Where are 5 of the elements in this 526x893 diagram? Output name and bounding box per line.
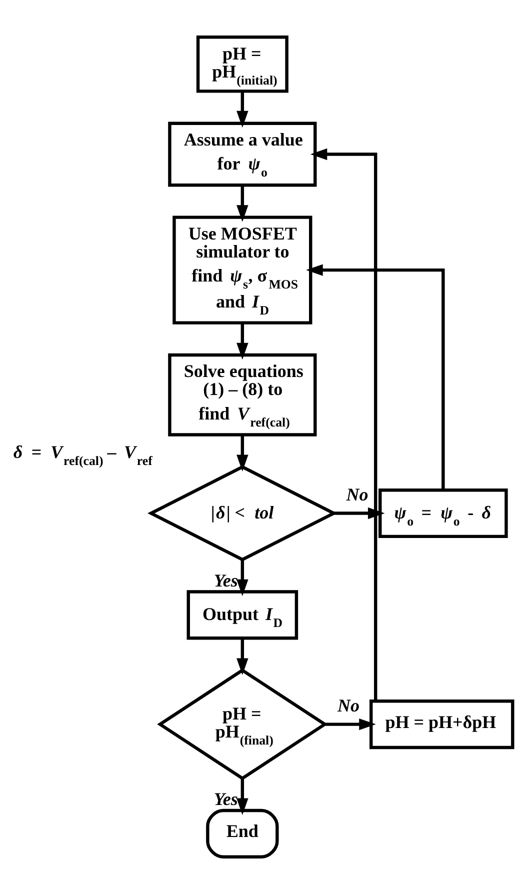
edge-label: Yes: [214, 570, 238, 590]
edge-label: No: [338, 695, 360, 716]
node-label: δ = V$_{ref(cal)}$ – V$_{ref}$: [13, 441, 152, 468]
edge-label: No: [346, 484, 368, 504]
edge-label: Yes: [214, 788, 238, 809]
